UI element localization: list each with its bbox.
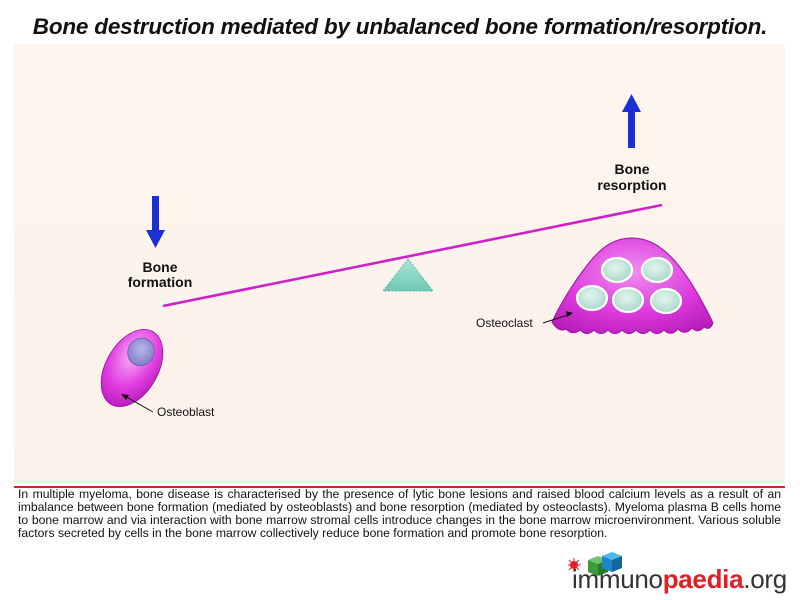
cube-logo-icon	[568, 552, 622, 576]
osteoclast-label: Osteoclast	[476, 316, 533, 330]
balance-beam	[162, 203, 663, 308]
logo-text: immunopaedia.org	[572, 564, 787, 595]
osteoblast-pointer-head	[121, 394, 129, 400]
fulcrum-triangle	[381, 258, 435, 292]
osteoblast-label: Osteoblast	[157, 405, 215, 419]
osteoblast-cell	[100, 328, 164, 408]
osteoclast-pointer	[542, 313, 572, 324]
description-text: In multiple myeloma, bone disease is cha…	[18, 487, 781, 540]
bone-formation-label-line2: formation	[128, 274, 193, 290]
divider-line	[14, 486, 785, 488]
osteoclast-pointer-head	[566, 311, 573, 317]
osteoblast-pointer	[122, 394, 154, 413]
logo-text-paedia: paedia	[662, 564, 744, 594]
arrow-down-icon	[146, 196, 165, 248]
page-title: Bone destruction mediated by unbalanced …	[32, 14, 768, 39]
logo-text-immuno: immuno	[572, 564, 663, 594]
osteoclast-cell	[551, 237, 714, 334]
arrow-up-icon	[622, 94, 641, 148]
logo-text-org: .org	[743, 564, 787, 594]
bone-resorption-label-line1: Bone	[615, 161, 650, 177]
bone-formation-label-line1: Bone	[143, 259, 178, 275]
bone-resorption-label-line2: resorption	[597, 177, 666, 193]
